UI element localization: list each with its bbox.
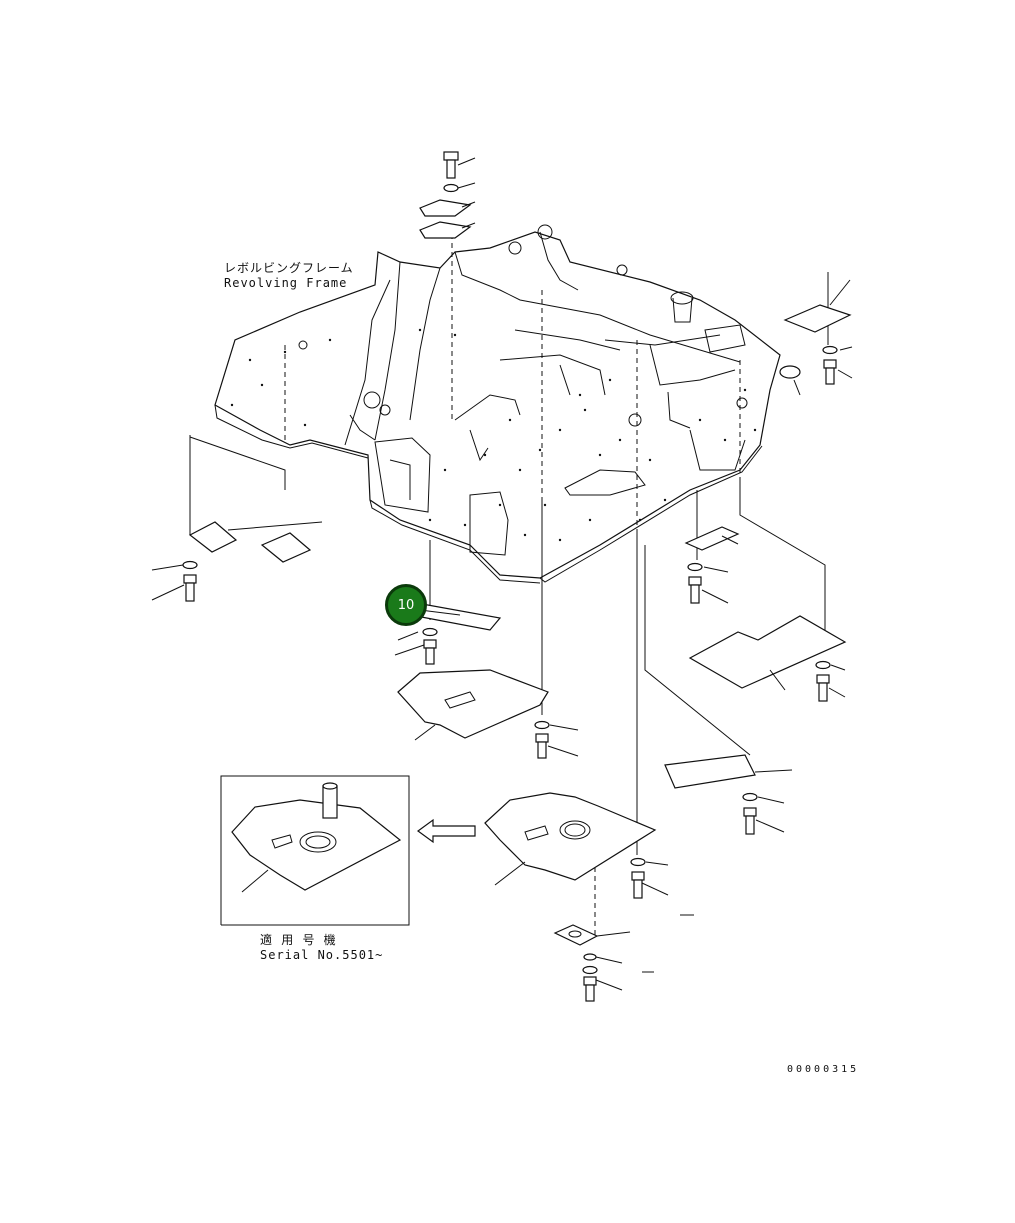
right-mid-strip	[684, 526, 740, 604]
right-large-cover	[688, 615, 847, 702]
right-top-plate	[779, 279, 853, 396]
frame-label-jp: レボルビングフレーム	[224, 261, 354, 275]
serial-inset-box	[220, 775, 410, 926]
frame-label-en: Revolving Frame	[224, 276, 348, 290]
revolving-frame	[214, 224, 781, 584]
right-lower-plate	[664, 754, 793, 835]
left-cover-plates	[151, 521, 323, 602]
center-left-cover	[397, 669, 579, 759]
center-lines	[189, 225, 829, 935]
part-callout-10[interactable]: 10	[385, 584, 427, 626]
drawing-number: 00000315	[787, 1064, 860, 1075]
serial-label-jp: 適 用 号 機	[260, 933, 337, 947]
bottom-small-cover	[553, 914, 694, 1002]
bottom-center-cover	[484, 792, 669, 899]
left-arrow	[416, 818, 476, 844]
top-cover-assembly	[419, 151, 476, 239]
callout-number: 10	[397, 597, 415, 613]
serial-label-en: Serial No.5501~	[260, 948, 384, 962]
